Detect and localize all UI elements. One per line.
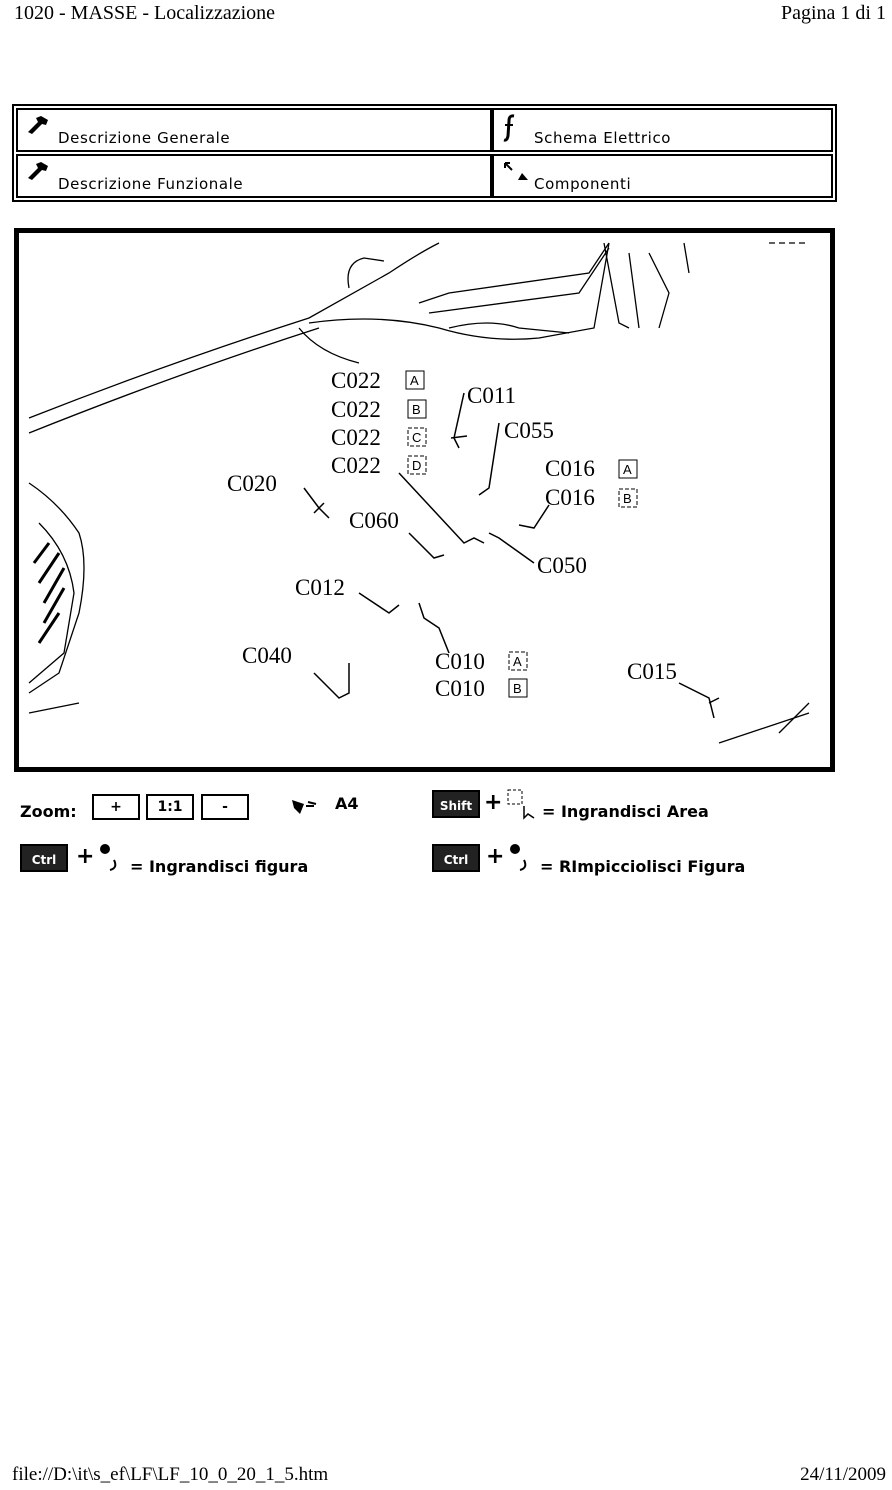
shift-key-icon: Shift — [432, 790, 480, 818]
svg-text:C010: C010 — [435, 649, 485, 674]
nav-descrizione-generale[interactable]: Descrizione Generale — [16, 108, 492, 152]
zoom-toolbar: Zoom: + 1:1 - A4 Shift + = Ingrandisci A… — [0, 780, 892, 890]
svg-text:C022: C022 — [331, 425, 381, 450]
ground-c055 — [478, 422, 500, 496]
printer-icon[interactable] — [290, 794, 330, 821]
label-c016-a: C016 A — [545, 456, 638, 481]
svg-text:A: A — [410, 373, 419, 388]
label-c022-d: C022 D — [331, 453, 427, 478]
zoom-label: Zoom: — [20, 802, 77, 821]
nav-table: Descrizione Generale Schema Elettrico De… — [12, 104, 837, 202]
label-c022-c: C022 C — [331, 425, 427, 450]
function-f-icon — [502, 114, 518, 146]
footer-file-path: file://D:\it\s_ef\LF\LF_10_0_20_1_5.htm — [12, 1464, 329, 1485]
label-c060: C060 — [349, 508, 399, 533]
label-c022-a: C022 A — [331, 368, 425, 393]
print-footer: file://D:\it\s_ef\LF\LF_10_0_20_1_5.htm … — [0, 1462, 892, 1490]
svg-text:B: B — [513, 681, 522, 696]
ground-c015 — [678, 682, 720, 719]
svg-text:C022: C022 — [331, 368, 381, 393]
nav-label: Schema Elettrico — [534, 129, 672, 147]
ground-c016 — [518, 504, 550, 529]
svg-text:A: A — [623, 462, 632, 477]
plus-sign: + — [484, 790, 503, 815]
component-arrows-icon — [502, 160, 532, 190]
wrench-icon — [26, 114, 52, 140]
ground-c011 — [450, 392, 468, 449]
label-c055: C055 — [504, 418, 554, 443]
svg-text:C016: C016 — [545, 485, 595, 510]
label-c011: C011 — [467, 383, 516, 408]
svg-text:C022: C022 — [331, 397, 381, 422]
ground-c060 — [408, 532, 445, 559]
ingrandisci-figura-label: = Ingrandisci figura — [130, 857, 309, 876]
svg-text:C010: C010 — [435, 676, 485, 701]
svg-text:D: D — [412, 458, 421, 473]
label-c040: C040 — [242, 643, 292, 668]
nav-schema-elettrico[interactable]: Schema Elettrico — [492, 108, 833, 152]
ingrandisci-area-label: = Ingrandisci Area — [542, 802, 709, 821]
label-c016-b: C016 B — [545, 485, 638, 510]
zoom-out-button[interactable]: - — [201, 794, 249, 820]
svg-text:A: A — [513, 654, 522, 669]
nav-label: Descrizione Generale — [58, 129, 231, 147]
zoom-reset-button[interactable]: 1:1 — [146, 794, 194, 820]
nav-label: Descrizione Funzionale — [58, 175, 244, 193]
nav-descrizione-funzionale[interactable]: Descrizione Funzionale — [16, 154, 492, 198]
ground-c040 — [313, 663, 350, 699]
ground-c020 — [303, 487, 330, 519]
ground-points — [303, 392, 720, 719]
page-number: Pagina 1 di 1 — [781, 2, 886, 24]
svg-text:B: B — [623, 491, 632, 506]
wrench-icon — [26, 160, 52, 186]
svg-text:B: B — [412, 402, 421, 417]
mouse-icon — [98, 842, 124, 877]
document-title: 1020 - MASSE - Localizzazione — [14, 2, 276, 24]
footer-date: 24/11/2009 — [800, 1464, 886, 1485]
ground-c010-c012 — [358, 592, 450, 654]
area-select-icon — [504, 786, 540, 827]
label-c020: C020 — [227, 471, 277, 496]
label-c050: C050 — [537, 553, 587, 578]
svg-text:C016: C016 — [545, 456, 595, 481]
plus-sign: + — [486, 844, 505, 869]
label-c015: C015 — [627, 659, 677, 684]
nav-componenti[interactable]: Componenti — [492, 154, 833, 198]
zoom-in-button[interactable]: + — [92, 794, 140, 820]
ctrl-key-icon: Ctrl — [432, 844, 480, 872]
nav-label: Componenti — [534, 175, 632, 193]
print-header: 1020 - MASSE - Localizzazione Pagina 1 d… — [0, 0, 892, 30]
label-c012: C012 — [295, 575, 345, 600]
print-format-label: A4 — [335, 794, 359, 813]
label-c022-b: C022 B — [331, 397, 427, 422]
svg-text:C: C — [412, 430, 421, 445]
label-c010-a: C010 A — [435, 649, 528, 674]
vehicle-outline — [28, 242, 810, 744]
rimpicciolisci-figura-label: = RImpicciolisci Figura — [540, 857, 746, 876]
svg-text:C022: C022 — [331, 453, 381, 478]
mouse-icon — [508, 842, 534, 877]
ctrl-key-icon: Ctrl — [20, 844, 68, 872]
plus-sign: + — [76, 844, 95, 869]
label-c010-b: C010 B — [435, 676, 528, 701]
ground-c050 — [398, 472, 535, 564]
